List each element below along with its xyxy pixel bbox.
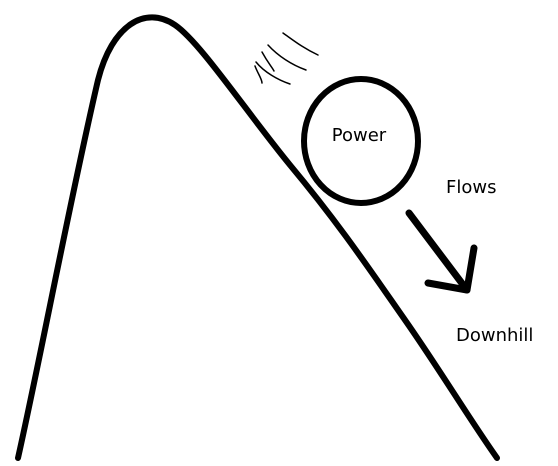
down-right-arrow-icon	[409, 213, 474, 290]
downhill-label: Downhill	[456, 325, 533, 346]
flows-label: Flows	[446, 177, 496, 198]
motion-lines-icon	[255, 33, 318, 84]
power-label: Power	[332, 125, 387, 146]
